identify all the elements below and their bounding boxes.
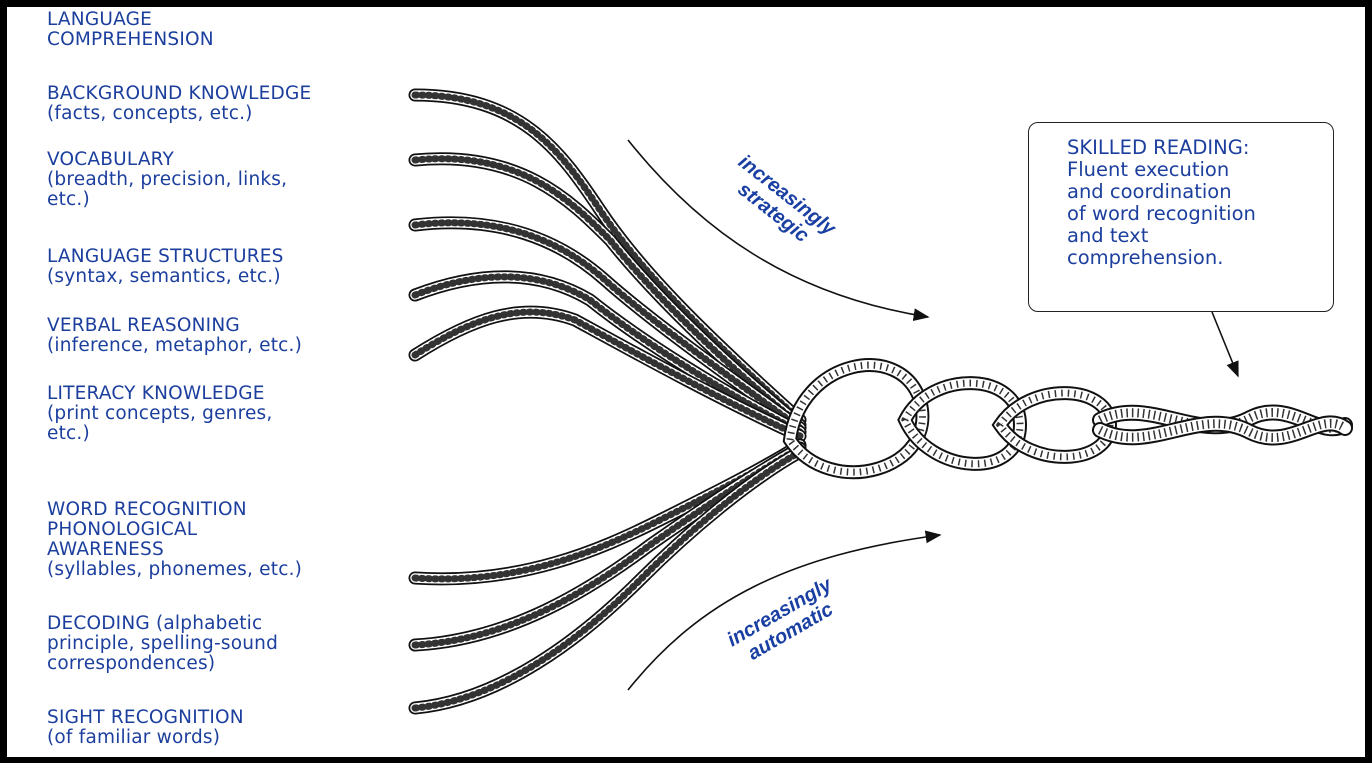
- strand-detail-2: etc.): [47, 190, 407, 210]
- strand-line-2: (of familiar words): [47, 728, 407, 748]
- strand-detail: (facts, concepts, etc.): [47, 104, 407, 124]
- word-recognition-line-3: AWARENESS: [47, 540, 407, 560]
- skilled-reading-callout: SKILLED READING: Fluent execution and co…: [1028, 122, 1334, 312]
- strand-name: BACKGROUND KNOWLEDGE: [47, 84, 407, 104]
- strand-detail-2: etc.): [47, 424, 407, 444]
- strand-literacy-knowledge: LITERACY KNOWLEDGE (print concepts, genr…: [47, 384, 407, 444]
- strand-name: LITERACY KNOWLEDGE: [47, 384, 407, 404]
- strand-line-1: DECODING (alphabetic: [47, 614, 407, 634]
- heading-line-1: LANGUAGE: [47, 10, 407, 30]
- lower-strand-outline-0: [415, 445, 800, 579]
- rope-twisted-core: [790, 365, 1345, 472]
- strand-line-3: correspondences): [47, 654, 407, 674]
- strand-background-knowledge: BACKGROUND KNOWLEDGE (facts, concepts, e…: [47, 84, 407, 124]
- strand-detail: (syntax, semantics, etc.): [47, 267, 407, 287]
- strand-detail: (print concepts, genres,: [47, 404, 407, 424]
- strand-name: VOCABULARY: [47, 150, 407, 170]
- callout-pointer-arrow: [1212, 312, 1238, 376]
- word-recognition-line-1: WORD RECOGNITION: [47, 500, 407, 520]
- word-recognition-line-2: PHONOLOGICAL: [47, 520, 407, 540]
- heading-line-2: COMPREHENSION: [47, 30, 407, 50]
- word-recognition-line-4: (syllables, phonemes, etc.): [47, 560, 407, 580]
- strand-detail: (breadth, precision, links,: [47, 170, 407, 190]
- strand-sight-recognition: SIGHT RECOGNITION (of familiar words): [47, 708, 407, 748]
- strand-line-2: principle, spelling-sound: [47, 634, 407, 654]
- strand-line-1: SIGHT RECOGNITION: [47, 708, 407, 728]
- strand-name: VERBAL REASONING: [47, 316, 407, 336]
- strand-name: LANGUAGE STRUCTURES: [47, 247, 407, 267]
- strand-language-structures: LANGUAGE STRUCTURES (syntax, semantics, …: [47, 247, 407, 287]
- language-comprehension-heading: LANGUAGE COMPREHENSION: [47, 10, 407, 50]
- word-recognition-heading: WORD RECOGNITION PHONOLOGICAL AWARENESS …: [47, 500, 407, 580]
- callout-text: SKILLED READING: Fluent execution and co…: [1067, 137, 1327, 269]
- strand-verbal-reasoning: VERBAL REASONING (inference, metaphor, e…: [47, 316, 407, 356]
- strand-vocabulary: VOCABULARY (breadth, precision, links, e…: [47, 150, 407, 210]
- strand-detail: (inference, metaphor, etc.): [47, 336, 407, 356]
- strand-decoding: DECODING (alphabetic principle, spelling…: [47, 614, 407, 674]
- lower-strand-hatch-0: [415, 445, 800, 579]
- lower-strand-fill-0: [415, 445, 800, 579]
